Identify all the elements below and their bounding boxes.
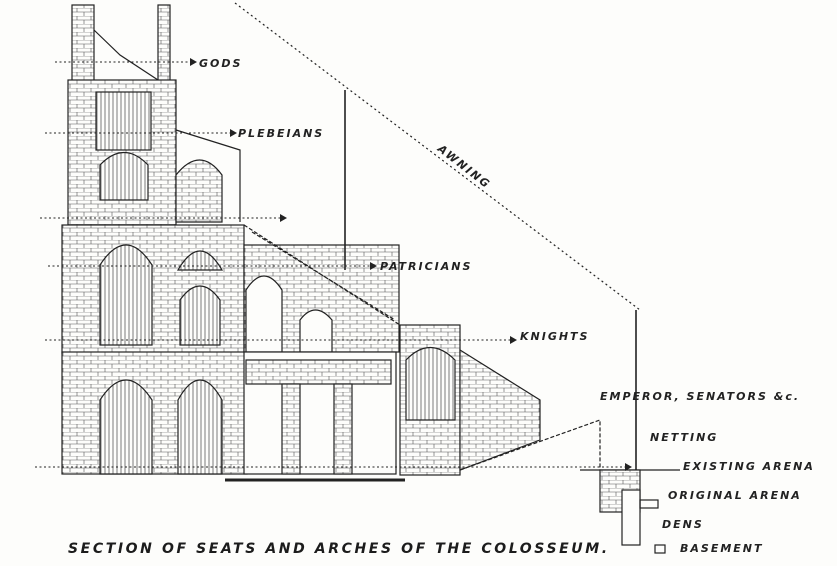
label-gods: GODS <box>199 57 242 70</box>
label-dens: DENS <box>662 518 704 531</box>
label-plebeians: PLEBEIANS <box>238 127 324 140</box>
label-original-arena: ORIGINAL ARENA <box>668 489 802 502</box>
arrow-heads <box>190 58 632 471</box>
label-awning: AWNING <box>434 142 493 192</box>
label-emperor: EMPEROR, SENATORS &c. <box>600 390 800 403</box>
label-patricians: PATRICIANS <box>380 260 472 273</box>
label-knights: KNIGHTS <box>520 330 589 343</box>
label-netting: NETTING <box>650 431 718 444</box>
building-outline <box>61 4 680 554</box>
leader-lines <box>35 61 625 468</box>
label-basement: BASEMENT <box>680 542 764 555</box>
label-existing-arena: EXISTING ARENA <box>683 460 815 473</box>
diagram-caption: SECTION OF SEATS AND ARCHES OF THE COLOS… <box>68 541 610 557</box>
